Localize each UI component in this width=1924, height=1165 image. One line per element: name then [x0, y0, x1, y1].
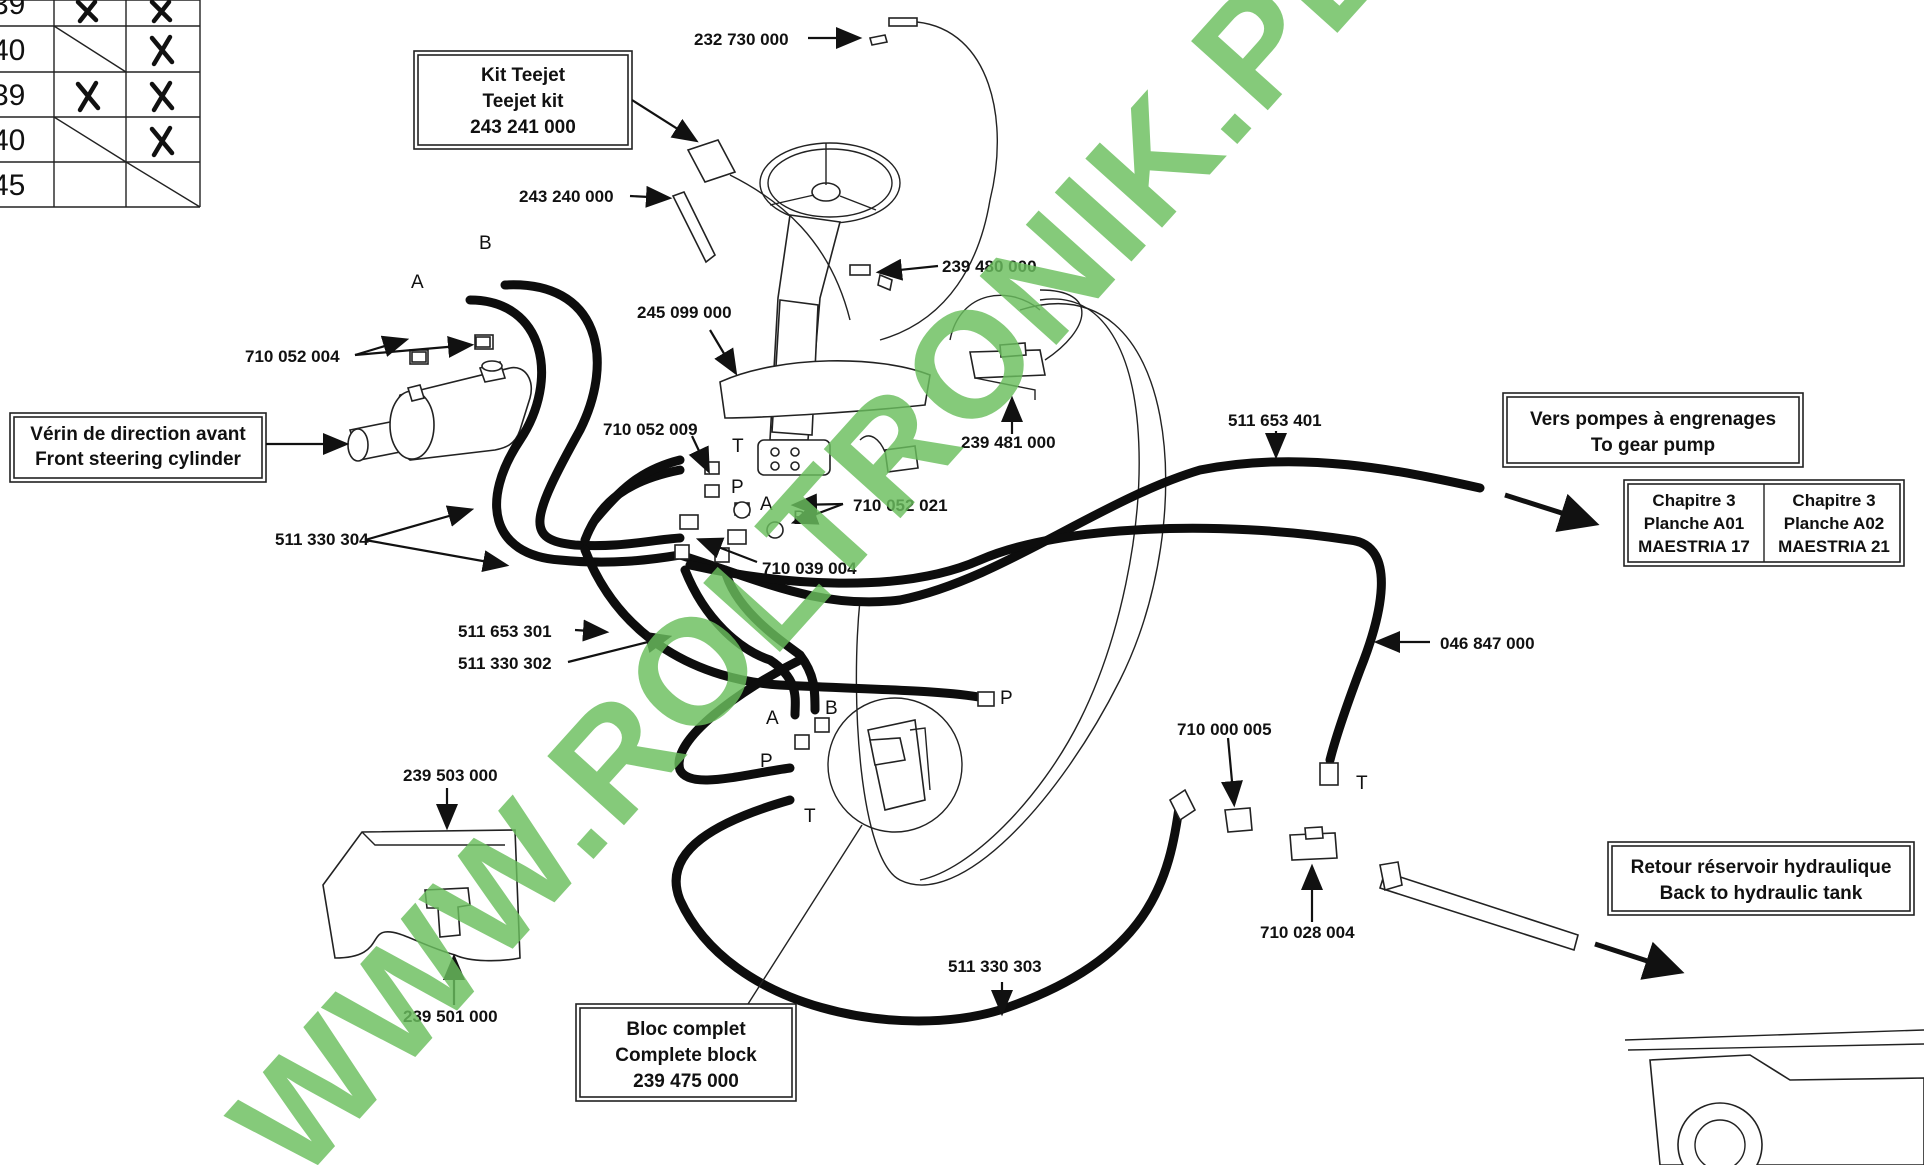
- part-number-labels: 232 730 000 243 240 000 239 480 000 245 …: [245, 30, 1535, 1026]
- na-diagonal: [53, 25, 127, 73]
- hydraulic-hoses: [465, 280, 1485, 1026]
- guard-plate: [322, 829, 521, 962]
- part-label: 511 653 401: [1228, 411, 1322, 430]
- front-steering-cylinder-box: Vérin de direction avant Front steering …: [9, 412, 267, 483]
- cross-mark-icon: [75, 0, 99, 24]
- part-label: 710 000 005: [1177, 720, 1272, 739]
- port-letter: T: [732, 436, 744, 457]
- part-label: 239 481 000: [961, 433, 1056, 452]
- options-table: 39 40 39 40 45: [0, 0, 201, 208]
- cross-mark-icon: [149, 125, 175, 158]
- port-letter: T: [804, 806, 816, 827]
- chapter-a-line3: MAESTRIA 17: [1638, 537, 1750, 556]
- part-label: 239 480 000: [942, 257, 1037, 276]
- cylinder-box-line1: Vérin de direction avant: [30, 424, 246, 445]
- na-diagonal: [53, 116, 127, 163]
- chapter-b-line3: MAESTRIA 21: [1778, 537, 1890, 556]
- part-label: 710 028 004: [1260, 923, 1355, 942]
- steering-wheel-column: [671, 17, 1167, 886]
- pump-box-line2: To gear pump: [1591, 435, 1715, 456]
- chapter-a-line2: Planche A01: [1644, 514, 1744, 533]
- port-letters: A B T P A B P A B P T T: [411, 233, 1368, 827]
- cross-mark-icon: [149, 80, 175, 113]
- hydraulic-tank-box: Retour réservoir hydraulique Back to hyd…: [1607, 841, 1915, 916]
- port-letter: P: [731, 477, 744, 498]
- tank-box-line2: Back to hydraulic tank: [1660, 883, 1863, 904]
- part-label: 511 330 302: [458, 654, 552, 673]
- table-row-code: 40: [0, 124, 25, 157]
- part-label: 710 052 004: [245, 347, 340, 366]
- part-label: 511 330 304: [275, 530, 369, 549]
- part-label: 511 330 303: [948, 957, 1042, 976]
- part-label: 710 052 009: [603, 420, 698, 439]
- pump-box-line1: Vers pompes à engrenages: [1530, 409, 1776, 430]
- table-row-code: 39: [0, 0, 25, 21]
- chapter-b-line2: Planche A02: [1784, 514, 1884, 533]
- teejet-box-part-number: 243 241 000: [470, 117, 576, 138]
- leader-arrows: [266, 27, 1685, 1017]
- part-label: 243 240 000: [519, 187, 614, 206]
- port-letter: B: [825, 698, 838, 719]
- port-letter: A: [760, 494, 773, 515]
- part-label: 232 730 000: [694, 30, 789, 49]
- chapter-a-line1: Chapitre 3: [1652, 491, 1735, 510]
- block-box-part-number: 239 475 000: [633, 1071, 739, 1092]
- port-letter: A: [766, 708, 779, 729]
- part-label: 046 847 000: [1440, 634, 1535, 653]
- port-letter: P: [760, 751, 773, 772]
- block-box-line2: Complete block: [615, 1045, 757, 1066]
- part-label: 239 503 000: [403, 766, 498, 785]
- cross-mark-icon: [75, 80, 101, 113]
- table-row-code: 45: [0, 169, 25, 202]
- front-steering-cylinder: [347, 360, 532, 462]
- table-row-code: 40: [0, 34, 25, 67]
- port-letter: A: [411, 272, 424, 293]
- port-letter: P: [1000, 688, 1013, 709]
- part-label: 511 653 301: [458, 622, 552, 641]
- complete-block: [827, 697, 963, 833]
- port-letter: B: [479, 233, 492, 254]
- fittings: [409, 334, 1579, 952]
- part-label: 245 099 000: [637, 303, 732, 322]
- cross-mark-icon: [149, 34, 175, 67]
- teejet-kit-box: Kit Teejet Teejet kit 243 241 000: [413, 50, 633, 150]
- table-row-code: 39: [0, 79, 25, 112]
- teejet-box-line1: Kit Teejet: [481, 65, 566, 86]
- watermark: WWW.ROLTRONIK.PL: [199, 0, 1419, 1165]
- sprayer-illustration: [1624, 1029, 1924, 1165]
- teejet-box-line2: Teejet kit: [483, 91, 565, 112]
- tank-box-line1: Retour réservoir hydraulique: [1631, 857, 1892, 878]
- port-letter: T: [1356, 773, 1368, 794]
- part-label: 239 501 000: [403, 1007, 498, 1026]
- cylinder-box-line2: Front steering cylinder: [35, 449, 241, 470]
- part-label: 710 052 021: [853, 496, 948, 515]
- gear-pump-box: Vers pompes à engrenages To gear pump: [1502, 392, 1804, 468]
- port-letter: B: [793, 508, 806, 529]
- complete-block-box: Bloc complet Complete block 239 475 000: [575, 1003, 797, 1102]
- block-box-line1: Bloc complet: [626, 1019, 746, 1040]
- part-label: 710 039 004: [762, 559, 857, 578]
- cross-mark-icon: [149, 0, 173, 24]
- na-diagonal: [125, 161, 201, 208]
- chapter-b-line1: Chapitre 3: [1792, 491, 1875, 510]
- chapter-reference-box: Chapitre 3 Planche A01 MAESTRIA 17 Chapi…: [1623, 479, 1905, 567]
